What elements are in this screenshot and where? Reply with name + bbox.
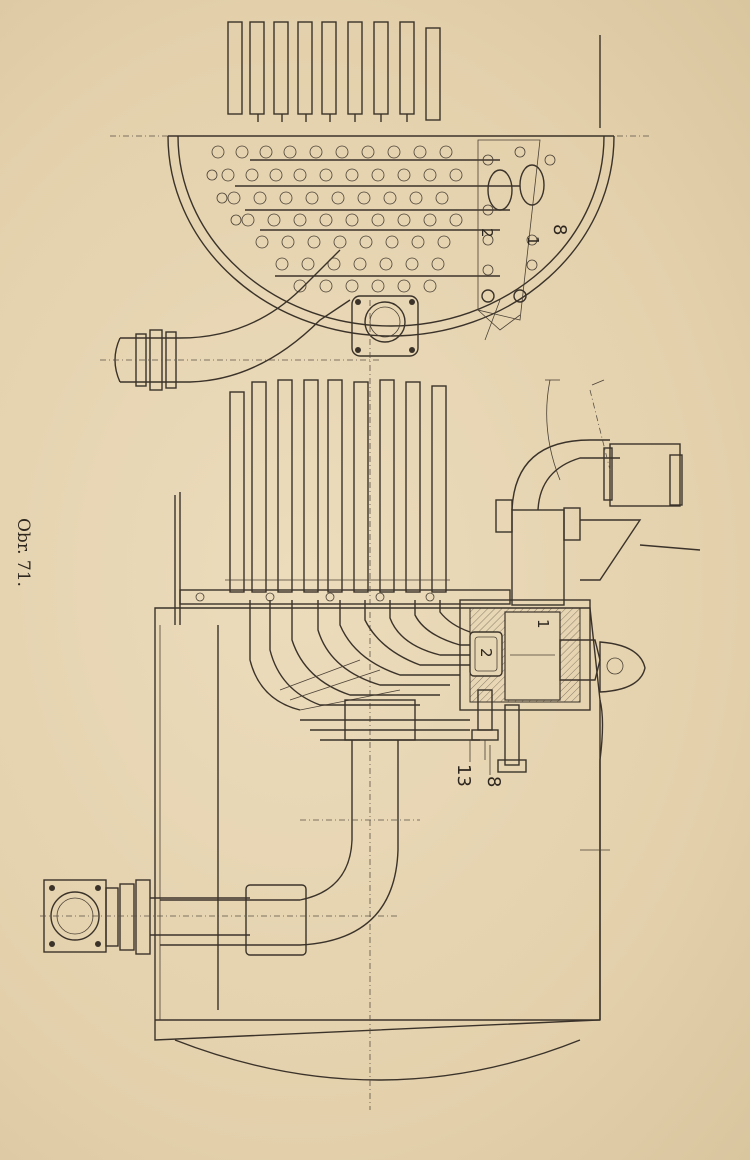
label-8-side: 8 bbox=[483, 776, 504, 787]
label-1-side: 1 bbox=[534, 619, 552, 629]
caption-text: Obr. 71. bbox=[13, 518, 33, 587]
valve-housing bbox=[459, 599, 646, 773]
label-2-side: 2 bbox=[477, 648, 495, 658]
side-section-view: 1 2 13 8 bbox=[40, 300, 701, 1110]
label-1-top: 1 bbox=[524, 236, 542, 246]
pipe-bundle bbox=[249, 600, 480, 741]
label-13-side: 13 bbox=[453, 764, 474, 787]
jet-array bbox=[206, 145, 463, 293]
label-8-top: 8 bbox=[549, 224, 570, 235]
burner-tubes-top bbox=[227, 21, 441, 122]
top-end-view: 8 1 2 bbox=[100, 21, 650, 391]
burner-tubes-side bbox=[225, 379, 450, 593]
label-2-top: 2 bbox=[478, 228, 496, 238]
figure-caption: Obr. 71. bbox=[13, 518, 33, 587]
inlet-elbow bbox=[495, 379, 701, 606]
